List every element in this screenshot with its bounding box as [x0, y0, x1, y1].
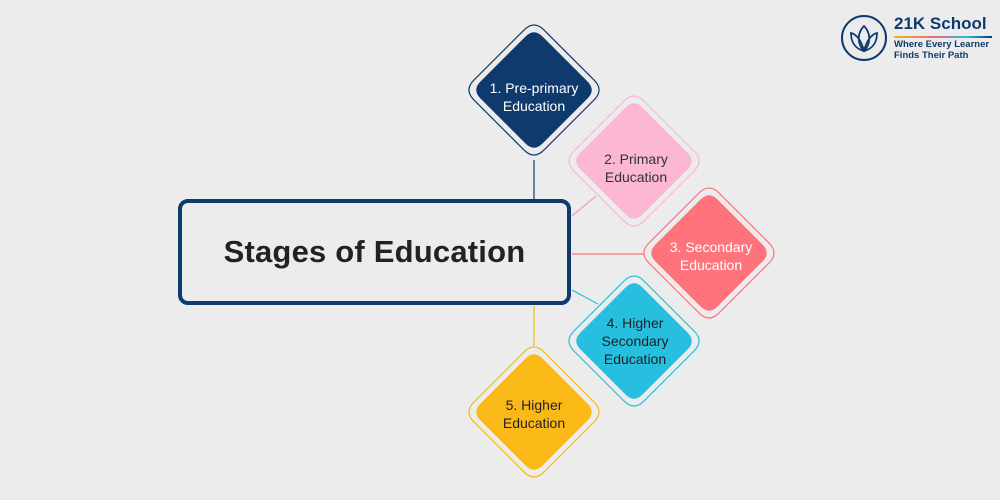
- connector-primary: [571, 195, 597, 217]
- brand-tagline-line: Finds Their Path: [894, 50, 969, 61]
- stage-node-primary: [568, 95, 700, 227]
- stage-node-pre-primary: [468, 24, 600, 156]
- stage-node-higher-secondary: [568, 275, 700, 407]
- stage-node-fill: [476, 354, 592, 470]
- brand-tagline: Where Every Learner Finds Their Path: [894, 39, 989, 61]
- stage-node-fill: [576, 103, 692, 219]
- stage-node-fill: [651, 195, 767, 311]
- stage-node-fill: [476, 32, 592, 148]
- lotus-logo-icon: [841, 15, 887, 61]
- stage-label-secondary: 3. Secondary Education: [651, 238, 771, 274]
- stage-label-line: Education: [604, 169, 668, 185]
- stage-label-line: Education: [502, 415, 566, 431]
- stage-label-line: 1. Pre-primary: [489, 80, 579, 96]
- stage-node-higher: [468, 346, 600, 478]
- brand-tagline-line: Where Every Learner: [894, 39, 990, 50]
- stage-node-fill: [576, 283, 692, 399]
- title-box: Stages of Education: [178, 199, 571, 305]
- brand-block: 21K School Where Every Learner Finds The…: [840, 14, 996, 64]
- stage-label-line: 3. Secondary: [669, 239, 753, 255]
- stage-label-line: 5. Higher: [505, 397, 563, 413]
- stage-label-line: Education: [679, 257, 743, 273]
- stage-label-line: Education: [502, 98, 566, 114]
- diagram-title: Stages of Education: [223, 234, 526, 269]
- stage-label-higher-secondary: 4. Higher Secondary Education: [575, 314, 695, 368]
- stage-label-line: Education: [603, 351, 667, 367]
- stage-label-pre-primary: 1. Pre-primary Education: [474, 79, 594, 115]
- stage-label-line: 4. Higher: [606, 315, 664, 331]
- stage-label-line: 2. Primary: [604, 151, 668, 167]
- stage-label-primary: 2. Primary Education: [576, 150, 696, 186]
- stage-label-higher: 5. Higher Education: [474, 396, 594, 432]
- brand-name: 21K School: [894, 14, 987, 33]
- stage-label-line: Secondary: [601, 333, 669, 349]
- brand-underline: [894, 36, 992, 38]
- connector-higher-secondary: [571, 289, 599, 305]
- stage-node-secondary: [643, 187, 775, 319]
